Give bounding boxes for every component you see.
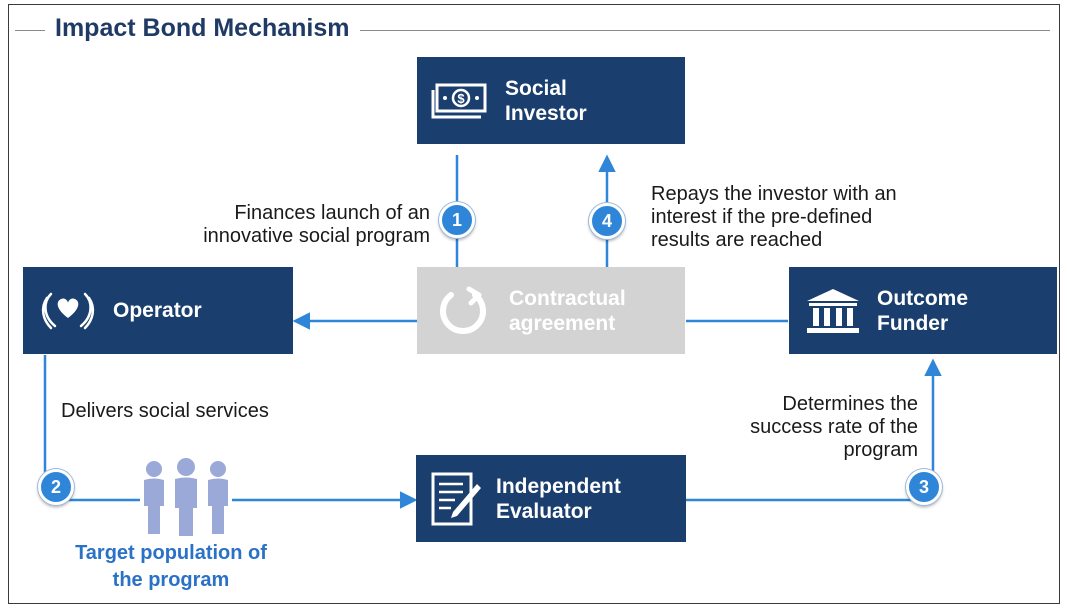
step-1-text-line2: innovative social program	[203, 225, 430, 247]
svg-text:$: $	[457, 91, 465, 106]
diagram-frame	[8, 4, 1060, 604]
evaluator-label-line1: Independent	[496, 474, 621, 498]
money-icon: $	[417, 81, 505, 121]
step-4-description: Repays the investor with an interest if …	[651, 183, 981, 252]
operator-label: Operator	[113, 299, 202, 322]
contract-label-line2: agreement	[509, 311, 616, 335]
operator-box: Operator	[23, 267, 293, 354]
target-population-line2: the program	[112, 569, 230, 591]
step-4-text-line3: results are reached	[651, 229, 823, 251]
step-1-text-line1: Finances launch of an	[234, 202, 430, 224]
contract-label-line1: Contractual	[509, 286, 626, 310]
step-4-text-line2: interest if the pre-defined	[651, 206, 873, 228]
target-population-line1: Target population of	[75, 542, 267, 564]
outcome-funder-label-line2: Funder	[877, 311, 949, 335]
step-2-badge: 2	[38, 469, 74, 505]
contractual-agreement-box: Contractual agreement	[417, 267, 685, 354]
target-population-label: Target population of the program	[40, 540, 302, 594]
step-4-badge: 4	[589, 203, 625, 239]
caring-hands-icon	[23, 288, 113, 334]
step-3-text-line2: success rate of the	[750, 416, 918, 438]
social-investor-label-line1: Social	[505, 76, 567, 100]
step-4-text-line1: Repays the investor with an	[651, 183, 897, 205]
diagram-title: Impact Bond Mechanism	[45, 14, 360, 43]
bank-icon	[789, 287, 877, 335]
step-3-description: Determines the success rate of the progr…	[690, 393, 918, 462]
outcome-funder-box: Outcome Funder	[789, 267, 1057, 354]
step-3-text-line1: Determines the	[782, 393, 918, 415]
step-1-description: Finances launch of an innovative social …	[140, 202, 430, 248]
step-1-badge: 1	[439, 202, 475, 238]
step-2-description: Delivers social services	[61, 400, 269, 422]
social-investor-box: $ Social Investor	[417, 57, 685, 144]
evaluator-label-line2: Evaluator	[496, 499, 592, 523]
step-3-badge: 3	[906, 469, 942, 505]
title-rule	[15, 30, 1050, 31]
step-3-text-line3: program	[843, 439, 918, 461]
document-pen-icon	[416, 470, 496, 528]
social-investor-label-line2: Investor	[505, 101, 587, 125]
people-icon	[144, 458, 228, 536]
outcome-funder-label-line1: Outcome	[877, 286, 969, 310]
independent-evaluator-box: Independent Evaluator	[416, 455, 686, 542]
cycle-icon	[417, 283, 509, 339]
